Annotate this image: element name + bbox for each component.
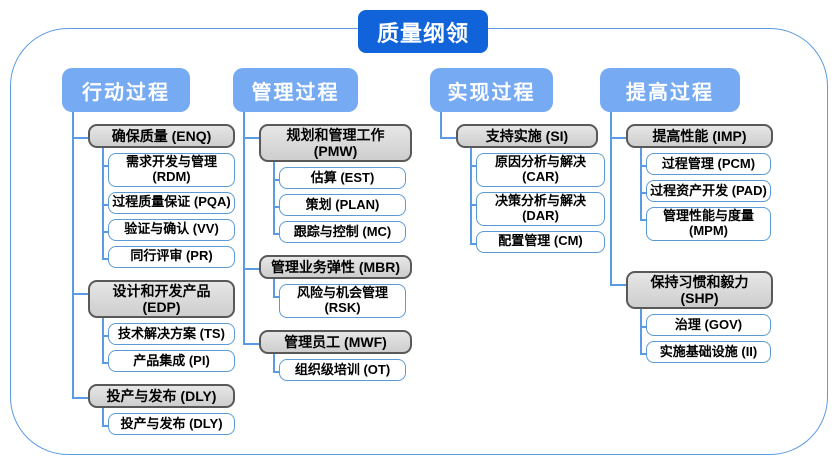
node-pi: 产品集成 (PI) (108, 350, 235, 373)
node-car: 原因分析与解决 (CAR) (476, 153, 605, 187)
item-list: 估算 (EST) 策划 (PLAN) 跟踪与控制 (MC) (273, 162, 412, 244)
column-header-realization: 实现过程 (430, 68, 553, 112)
tree-branch: 组织级培训 (OT) (273, 354, 412, 382)
tree-branch: 规划和管理工作 (PMW) 估算 (EST) 策划 (PLAN) 跟踪与控制 (… (243, 112, 412, 244)
tree-branch: 保持习惯和毅力 (SHP) 治理 (GOV) 实施基础设施 (II) (610, 240, 773, 364)
tree-branch: 原因分析与解决 (CAR) (470, 148, 605, 187)
item-list: 技术解决方案 (TS) 产品集成 (PI) (102, 318, 235, 373)
tree-branch: 风险与机会管理 (RSK) (273, 279, 412, 319)
item-list: 组织级培训 (OT) (273, 354, 412, 382)
column-improvement-process: 提高过程 提高性能 (IMP) 过程管理 (PCM) 过程资产开发 (PAD) … (600, 68, 773, 364)
tree-branch: 跟踪与控制 (MC) (273, 216, 412, 244)
tree-branch: 过程质量保证 (PQA) (102, 186, 235, 214)
tree-branch: 实施基础设施 (II) (640, 336, 773, 364)
column-management-process: 管理过程 规划和管理工作 (PMW) 估算 (EST) 策划 (PLAN) 跟踪… (233, 68, 412, 382)
tree-branch: 管理员工 (MWF) 组织级培训 (OT) (243, 318, 412, 382)
column-header-action: 行动过程 (62, 68, 190, 112)
node-edp: 设计和开发产品 (EDP) (88, 279, 235, 319)
tree-branch: 技术解决方案 (TS) (102, 318, 235, 346)
tree-branch: 投产与发布 (DLY) (102, 408, 235, 436)
node-mc: 跟踪与控制 (MC) (279, 221, 406, 244)
node-pmw: 规划和管理工作 (PMW) (259, 124, 412, 163)
node-pqa: 过程质量保证 (PQA) (108, 191, 235, 214)
tree-branch: 决策分析与解决 (DAR) (470, 186, 605, 226)
tree-branch: 投产与发布 (DLY) 投产与发布 (DLY) (72, 372, 235, 436)
diagram-title: 质量纲领 (358, 10, 488, 53)
column-header-management: 管理过程 (233, 68, 358, 112)
node-pad: 过程资产开发 (PAD) (646, 180, 771, 202)
node-rdm: 需求开发与管理 (RDM) (108, 153, 235, 187)
group-list: 确保质量 (ENQ) 需求开发与管理 (RDM) 过程质量保证 (PQA) 验证… (72, 112, 235, 436)
tree-branch: 支持实施 (SI) 原因分析与解决 (CAR) 决策分析与解决 (DAR) 配置… (440, 112, 605, 253)
node-plan: 策划 (PLAN) (279, 194, 406, 217)
item-list: 风险与机会管理 (RSK) (273, 279, 412, 319)
node-dar: 决策分析与解决 (DAR) (476, 191, 605, 226)
tree-branch: 治理 (GOV) (640, 309, 773, 337)
node-shp: 保持习惯和毅力 (SHP) (626, 270, 773, 310)
tree-branch: 估算 (EST) (273, 162, 412, 190)
node-pcm: 过程管理 (PCM) (646, 153, 771, 175)
node-mwf: 管理员工 (MWF) (259, 330, 412, 355)
tree-branch: 过程管理 (PCM) (640, 148, 773, 175)
tree-branch: 产品集成 (PI) (102, 345, 235, 373)
node-imp: 提高性能 (IMP) (626, 124, 773, 148)
tree-branch: 管理性能与度量 (MPM) (640, 202, 773, 241)
tree-branch: 策划 (PLAN) (273, 189, 412, 217)
node-ts: 技术解决方案 (TS) (108, 323, 235, 346)
node-vv: 验证与确认 (VV) (108, 218, 235, 241)
node-pr: 同行评审 (PR) (108, 245, 235, 268)
tree-branch: 过程资产开发 (PAD) (640, 175, 773, 202)
node-dly-sub: 投产与发布 (DLY) (108, 413, 235, 436)
tree-branch: 提高性能 (IMP) 过程管理 (PCM) 过程资产开发 (PAD) 管理性能与… (610, 112, 773, 241)
node-enq: 确保质量 (ENQ) (88, 124, 235, 148)
column-action-process: 行动过程 确保质量 (ENQ) 需求开发与管理 (RDM) 过程质量保证 (PQ… (62, 68, 235, 436)
node-cm: 配置管理 (CM) (476, 230, 605, 253)
node-ii: 实施基础设施 (II) (646, 341, 771, 364)
group-list: 支持实施 (SI) 原因分析与解决 (CAR) 决策分析与解决 (DAR) 配置… (440, 112, 605, 253)
item-list: 治理 (GOV) 实施基础设施 (II) (640, 309, 773, 364)
column-header-improvement: 提高过程 (600, 68, 740, 112)
node-si: 支持实施 (SI) (456, 124, 598, 148)
group-list: 提高性能 (IMP) 过程管理 (PCM) 过程资产开发 (PAD) 管理性能与… (610, 112, 773, 364)
node-mpm: 管理性能与度量 (MPM) (646, 207, 771, 241)
node-mbr: 管理业务弹性 (MBR) (259, 255, 412, 280)
item-list: 需求开发与管理 (RDM) 过程质量保证 (PQA) 验证与确认 (VV) 同行… (102, 148, 235, 268)
item-list: 投产与发布 (DLY) (102, 408, 235, 436)
tree-branch: 需求开发与管理 (RDM) (102, 148, 235, 187)
node-est: 估算 (EST) (279, 167, 406, 190)
tree-branch: 设计和开发产品 (EDP) 技术解决方案 (TS) 产品集成 (PI) (72, 267, 235, 373)
node-ot: 组织级培训 (OT) (279, 359, 406, 382)
tree-branch: 同行评审 (PR) (102, 240, 235, 268)
node-gov: 治理 (GOV) (646, 314, 771, 337)
tree-branch: 配置管理 (CM) (470, 225, 605, 253)
node-dly: 投产与发布 (DLY) (88, 384, 235, 409)
node-rsk: 风险与机会管理 (RSK) (279, 284, 406, 319)
tree-branch: 确保质量 (ENQ) 需求开发与管理 (RDM) 过程质量保证 (PQA) 验证… (72, 112, 235, 268)
column-realization-process: 实现过程 支持实施 (SI) 原因分析与解决 (CAR) 决策分析与解决 (DA… (430, 68, 605, 253)
tree-branch: 验证与确认 (VV) (102, 213, 235, 241)
item-list: 原因分析与解决 (CAR) 决策分析与解决 (DAR) 配置管理 (CM) (470, 148, 605, 253)
group-list: 规划和管理工作 (PMW) 估算 (EST) 策划 (PLAN) 跟踪与控制 (… (243, 112, 412, 382)
item-list: 过程管理 (PCM) 过程资产开发 (PAD) 管理性能与度量 (MPM) (640, 148, 773, 241)
tree-branch: 管理业务弹性 (MBR) 风险与机会管理 (RSK) (243, 243, 412, 319)
